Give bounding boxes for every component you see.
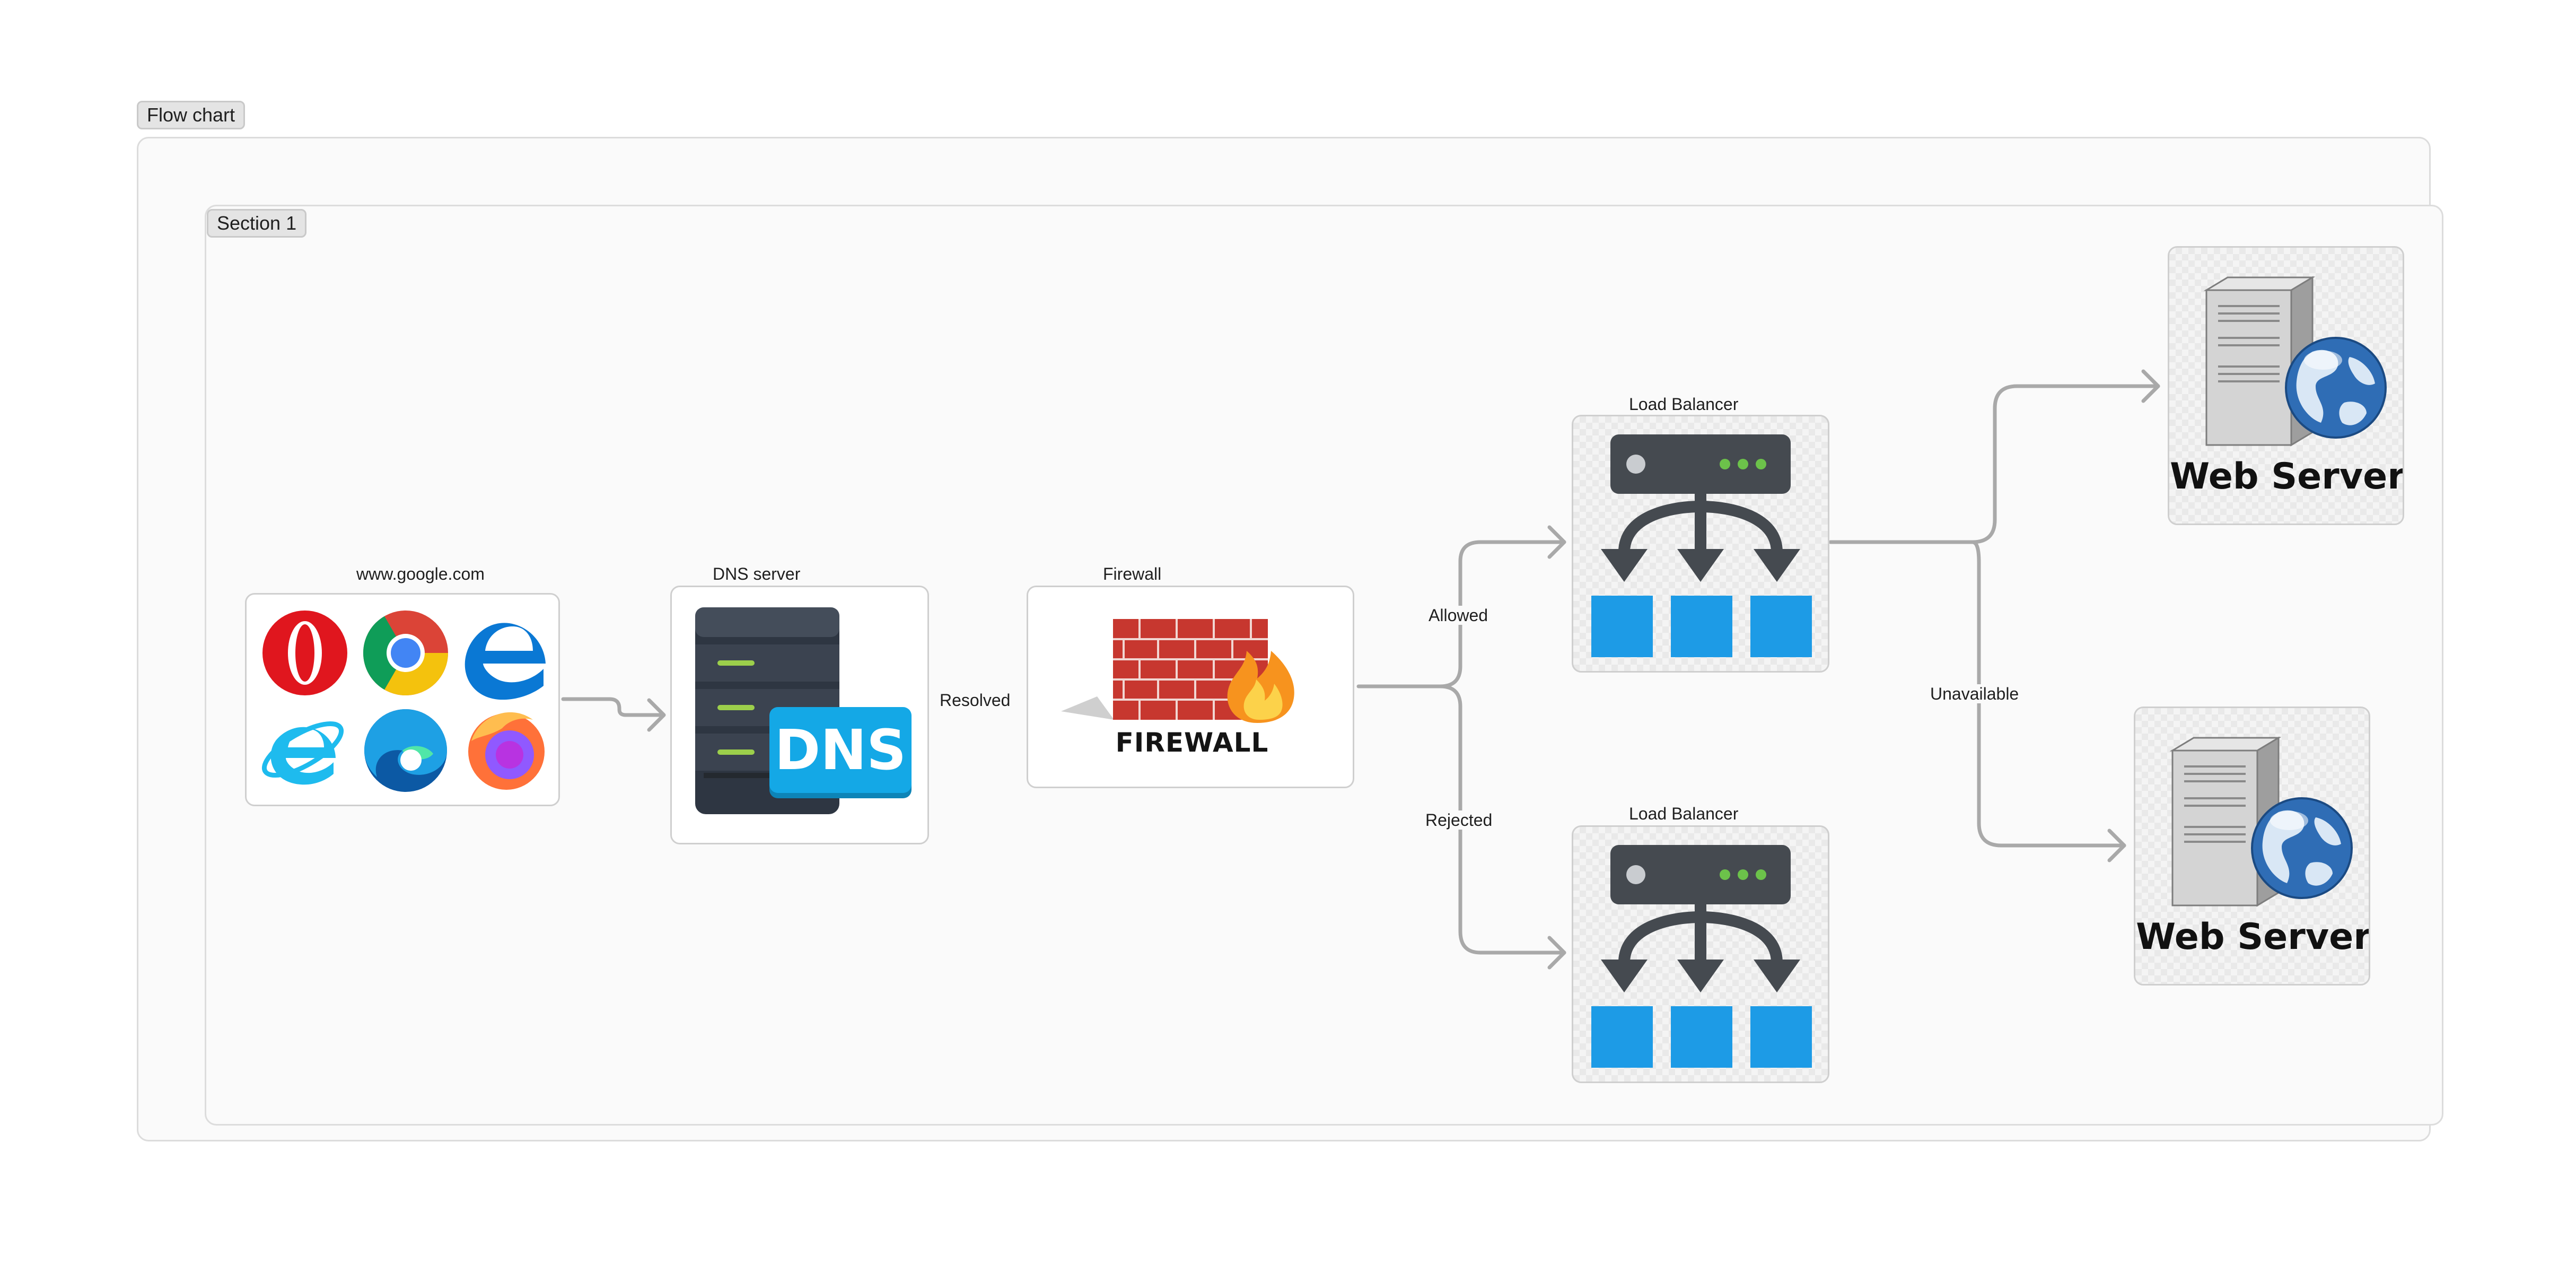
edge-firewall-bottom [1438,684,1566,955]
edge-browsers-dns-arrow [647,698,666,732]
internet-explorer-icon [261,721,344,785]
web-server-top-node[interactable]: Web Server [2168,246,2404,525]
edge-lb-web-top-arrow [2141,369,2160,403]
edge-firewall-bottom-arrow [1547,936,1566,970]
lb-top-label: Load Balancer [1629,395,1739,414]
edge-label-allowed: Allowed [1429,606,1488,625]
firewall-icon [1061,619,1294,723]
edge-legacy-icon [465,623,546,700]
edge-lb-web-top [1828,384,2160,544]
browsers-node[interactable] [245,593,560,806]
dns-label: DNS server [713,564,801,583]
globe-icon [2285,337,2387,439]
edge-firewall-top-arrow [1547,525,1566,559]
lb-bottom-label: Load Balancer [1629,804,1739,823]
edge-lb-web-bottom-arrow [2107,829,2126,862]
opera-icon [262,611,347,695]
lb-bottom-node[interactable] [1572,825,1829,1083]
lb-top-node[interactable] [1572,415,1829,673]
dns-node[interactable]: DNS [670,586,929,844]
chrome-icon [363,611,448,696]
dns-badge-text: DNS [774,718,907,782]
section-title[interactable]: Section 1 [207,209,307,238]
web-server-top-caption: Web Server [2170,456,2404,498]
firewall-caption: FIREWALL [1115,727,1269,758]
flow-chart-title[interactable]: Flow chart [137,101,246,129]
dns-badge [769,707,912,793]
firefox-icon [468,712,545,790]
web-server-bottom-caption: Web Server [2136,916,2370,958]
browser-icons [261,611,546,792]
web-server-icon [2169,736,2353,907]
edge-browsers-dns [561,697,665,717]
flame-icon [1227,651,1294,723]
web-server-icon [2203,276,2387,447]
firewall-node[interactable]: FIREWALL [1027,586,1354,788]
load-balancer-icon [1591,845,1812,1068]
edge-label-rejected: Rejected [1425,810,1493,830]
edge-lb-web-bottom [1970,540,2126,848]
load-balancer-icon [1591,434,1812,657]
browsers-label: www.google.com [356,564,485,583]
edge-label-unavailable: Unavailable [1930,684,2019,703]
web-server-bottom-node[interactable]: Web Server [2134,707,2370,986]
firewall-label: Firewall [1103,564,1162,583]
globe-icon [2251,797,2353,899]
edge-icon [364,709,447,792]
edge-label-resolved: Resolved [940,691,1011,710]
